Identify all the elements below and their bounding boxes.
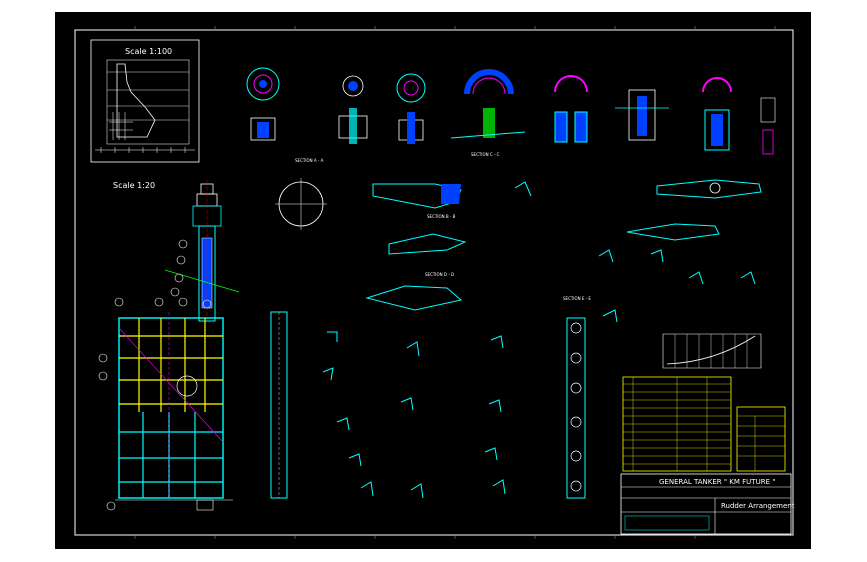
weld-details: [322, 181, 756, 499]
offset-curve-graph: [662, 333, 762, 369]
scale-20-label: Scale 1:20: [113, 181, 155, 190]
section-a-label: SECTION A - A: [295, 158, 324, 163]
section-e-label: SECTION E - E: [563, 296, 591, 301]
rudder-blade-plan: [98, 297, 233, 511]
border-ticks: [134, 26, 776, 539]
parts-list-table: [622, 376, 786, 472]
scale-100-label: Scale 1:100: [125, 47, 172, 56]
rudder-cross-sections: SECTION A - A SECTION B - B SECTION C - …: [275, 152, 762, 311]
section-d-label: SECTION D - D: [425, 272, 454, 277]
section-b-label: SECTION B - B: [427, 214, 456, 219]
cad-drawing: Scale 1:100 Scale 1:20: [74, 26, 795, 539]
vertical-section-strips: [270, 311, 586, 499]
profile-view-scale-100: Scale 1:100: [90, 39, 200, 163]
section-c-label: SECTION C - C: [471, 152, 500, 157]
title-block: GENERAL TANKER " KM FUTURE " Rudder Arra…: [620, 473, 795, 535]
drawing-title: Rudder Arrangement: [721, 502, 795, 510]
rudder-stock-assembly: [164, 180, 240, 322]
border-frame: [74, 29, 794, 536]
top-detail-views: [246, 67, 776, 155]
drawing-sheet: Scale 1:100 Scale 1:20: [55, 12, 811, 549]
project-title: GENERAL TANKER " KM FUTURE ": [659, 478, 775, 486]
